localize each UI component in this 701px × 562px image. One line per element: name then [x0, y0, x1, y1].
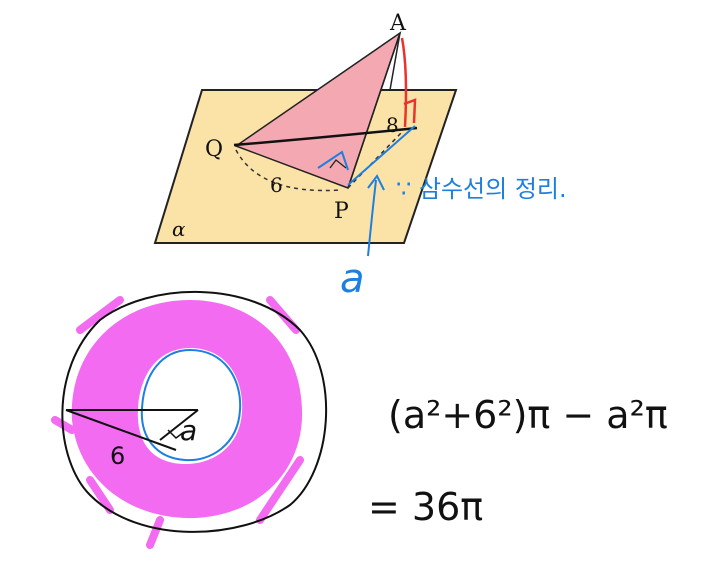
label-six: 6 — [270, 173, 283, 197]
blue-arrow — [367, 179, 377, 257]
red-right-angle — [403, 98, 417, 124]
label-plane: α — [172, 217, 186, 241]
note-alpha-a: a — [340, 256, 365, 302]
right-angle-mark-p — [329, 159, 347, 169]
red-perpendicular — [400, 37, 408, 128]
label-eight: 8 — [386, 113, 399, 137]
right-angle-mark-center — [167, 429, 185, 439]
blue-line-a — [317, 150, 349, 171]
dashed-p-to-foot — [347, 131, 403, 189]
blue-line-b — [347, 125, 416, 186]
dashed-ap-hidden — [389, 32, 401, 91]
ring-figure: 6 a — [51, 291, 328, 549]
inner-circle — [140, 348, 242, 462]
blue-arrowhead — [367, 174, 385, 191]
label-p: P — [334, 199, 349, 224]
formula-line1: (a²+6²)π − a²π — [388, 393, 668, 437]
slant-line — [65, 409, 177, 451]
formula: (a²+6²)π − a²π = 36π — [368, 393, 668, 529]
inner-radius — [159, 409, 199, 441]
hand-line-q — [233, 126, 418, 147]
ring-label-a: a — [180, 414, 197, 447]
note-korean: ∵ 삼수선의 정리. — [396, 175, 567, 203]
label-a: A — [389, 11, 407, 36]
magenta-ring — [71, 300, 303, 519]
outer-circle — [61, 291, 328, 533]
ring-label-six: 6 — [110, 442, 125, 470]
formula-line2: = 36π — [368, 485, 483, 529]
ap-line — [347, 32, 401, 189]
label-q: Q — [205, 137, 223, 162]
plane-figure: A Q P 8 6 α ∵ 삼수선의 정리. a — [153, 11, 567, 302]
dashed-arc-qp — [235, 149, 341, 192]
